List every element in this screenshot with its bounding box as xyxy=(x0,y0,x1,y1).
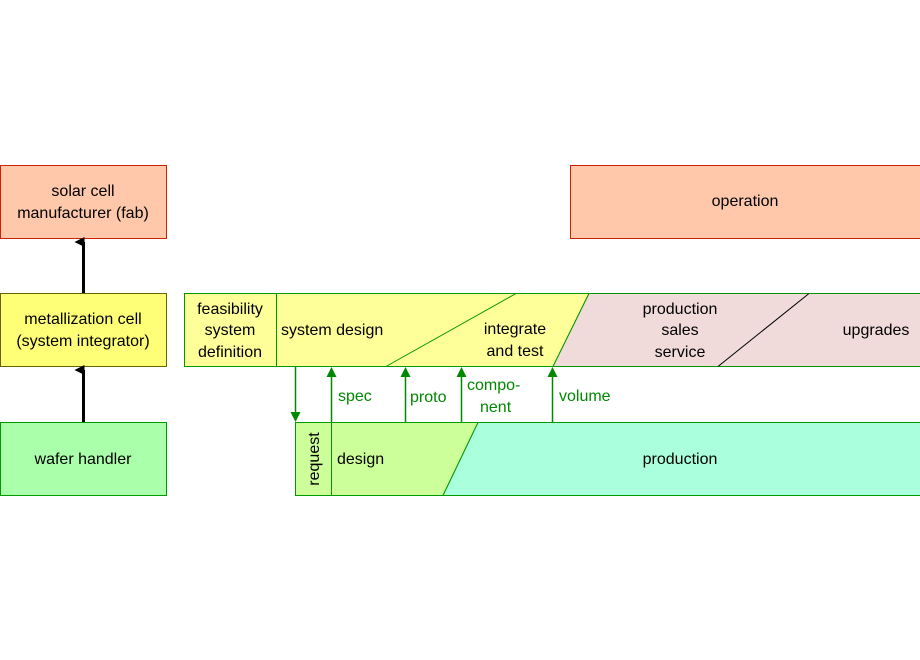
system-design-label: system design xyxy=(281,322,383,339)
spec-arrow xyxy=(326,367,337,422)
integrate-test-line1: integrate xyxy=(484,321,546,338)
handler-box: wafer handler xyxy=(0,422,167,496)
component-label-line2: nent xyxy=(480,399,512,416)
feasibility-line1: feasibility xyxy=(197,301,263,318)
volume-label: volume xyxy=(559,388,611,405)
integrator-lane: feasibility system definition system des… xyxy=(184,293,920,367)
handler-lane: request design production xyxy=(295,422,920,496)
production-sales-cell xyxy=(552,293,920,367)
integrate-test-line2: and test xyxy=(487,343,544,360)
production-sales-line1: production xyxy=(643,301,718,318)
handler-label: wafer handler xyxy=(34,451,133,468)
spec-label: spec xyxy=(338,388,372,405)
feasibility-line2: system xyxy=(205,322,256,339)
fab-box: solar cell manufacturer (fab) xyxy=(0,165,167,239)
production-upgrades-divider xyxy=(717,293,810,367)
operation-label: operation xyxy=(712,193,779,210)
interaction-labels: spec proto compo- nent volume xyxy=(338,377,611,416)
production-sales-line3: service xyxy=(655,344,706,361)
component-arrow xyxy=(456,367,467,422)
design-label: design xyxy=(337,451,384,468)
proto-label: proto xyxy=(410,389,447,406)
integrator-label-line2: (system integrator) xyxy=(16,333,149,350)
request-label: request xyxy=(306,432,323,486)
fab-label-line1: solar cell xyxy=(51,183,114,200)
request-cell xyxy=(295,422,332,496)
production-cell xyxy=(442,422,920,496)
component-label-line1: compo- xyxy=(467,377,520,394)
volume-arrow xyxy=(547,367,558,422)
upgrades-label: upgrades xyxy=(843,322,910,339)
operation-bar: operation xyxy=(570,165,920,239)
feasibility-line3: definition xyxy=(198,344,262,361)
request-arrow xyxy=(290,367,301,422)
production-sales-line2: sales xyxy=(661,322,698,339)
proto-arrow xyxy=(400,367,411,422)
interaction-arrows xyxy=(290,367,558,422)
production-label: production xyxy=(643,451,718,468)
design-integrate-divider xyxy=(385,293,517,367)
fab-label-line2: manufacturer (fab) xyxy=(17,205,149,222)
integrator-box: metallization cell (system integrator) xyxy=(0,293,167,367)
integrator-label-line1: metallization cell xyxy=(24,311,141,328)
